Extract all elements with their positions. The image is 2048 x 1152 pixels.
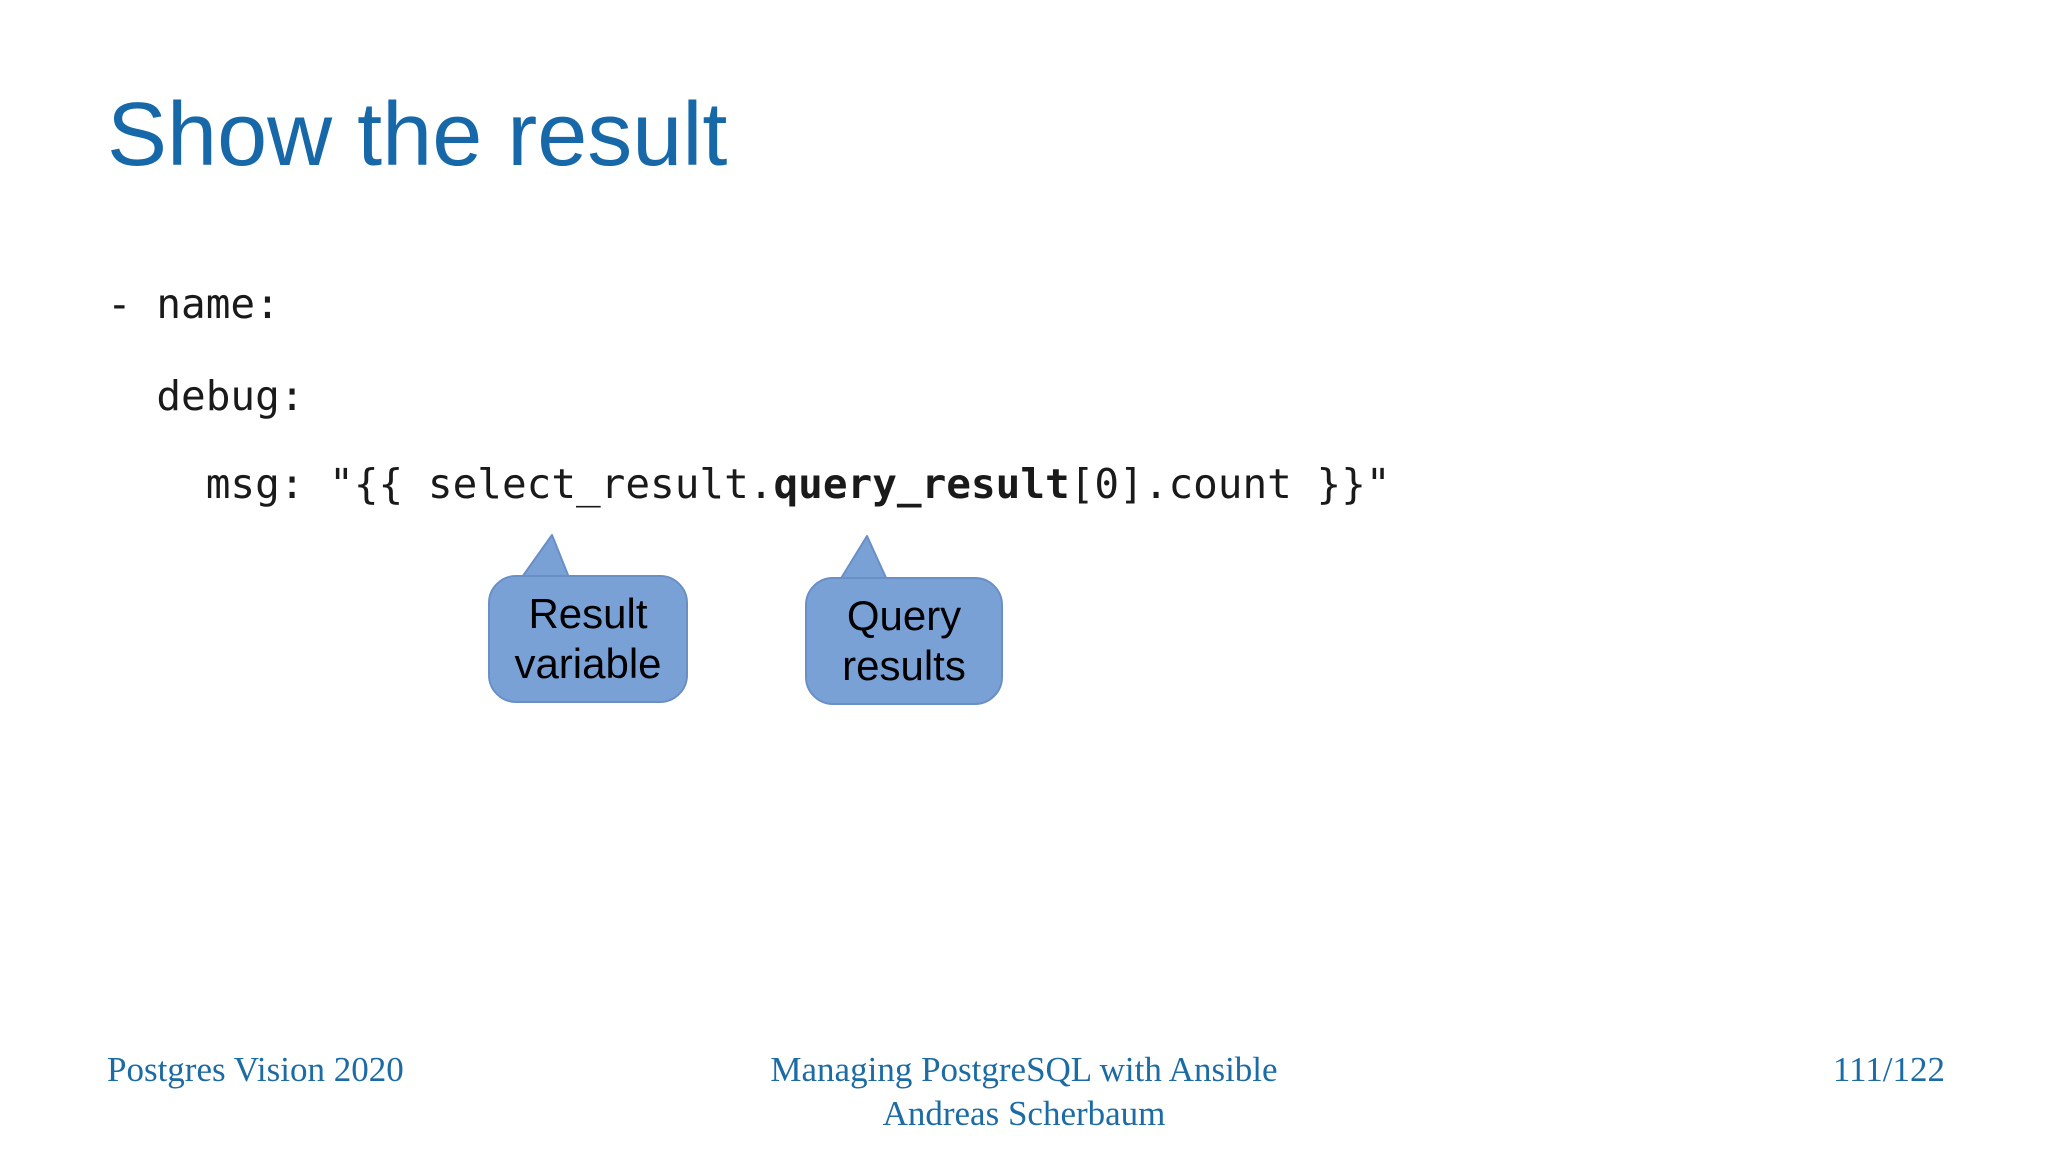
page-title: Show the result: [107, 85, 728, 185]
code-line-msg: msg: "{{ select_result.query_result[0].c…: [107, 460, 1391, 508]
footer-center: Managing PostgreSQL with Ansible Andreas…: [0, 1048, 2048, 1136]
callout-bubble: Result variable: [488, 575, 688, 703]
callout-text-line: variable: [514, 640, 662, 687]
callout-result-variable: Result variable: [488, 528, 698, 708]
footer-author: Andreas Scherbaum: [882, 1094, 1166, 1133]
footer-page-number: 111/122: [1832, 1050, 1945, 1089]
code-line-name: - name:: [107, 280, 280, 328]
code-msg-suffix: [0].count }}": [1069, 460, 1391, 508]
callout-query-results: Query results: [805, 528, 1015, 708]
code-msg-highlight: query_result: [773, 460, 1070, 508]
callout-text-line: results: [842, 642, 966, 689]
footer-talk-title: Managing PostgreSQL with Ansible: [770, 1050, 1278, 1089]
footer-conference: Postgres Vision 2020: [107, 1050, 404, 1089]
callout-bubble: Query results: [805, 577, 1003, 705]
code-line-debug: debug:: [107, 372, 305, 420]
callout-pointer-icon: [519, 534, 571, 581]
callout-text-line: Result: [528, 590, 648, 637]
code-msg-prefix: msg: "{{ select_result.: [107, 460, 774, 508]
callout-text-line: Query: [846, 592, 962, 639]
callout-pointer-icon: [839, 535, 888, 581]
